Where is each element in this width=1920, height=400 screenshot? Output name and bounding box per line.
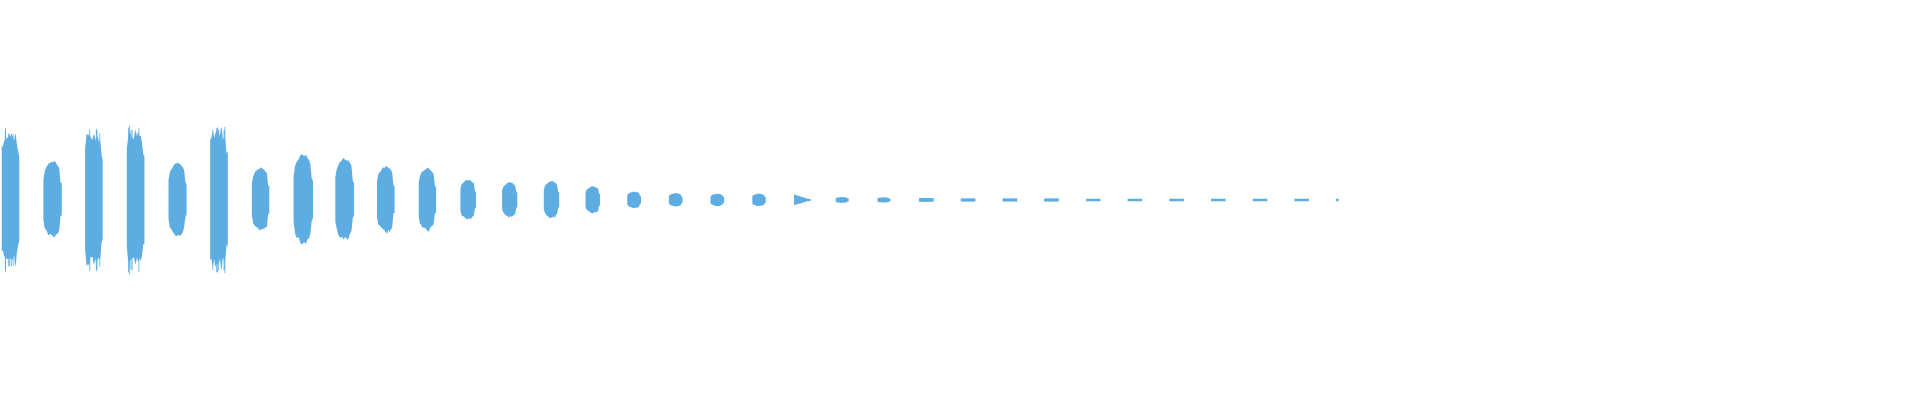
waveform-burst	[919, 197, 934, 203]
waveform-burst	[43, 161, 62, 238]
waveform-burst	[835, 197, 849, 203]
waveform-burst	[1294, 198, 1309, 202]
waveform-burst	[668, 192, 683, 207]
waveform-burst	[543, 180, 560, 218]
waveform-burst	[710, 193, 725, 207]
waveform-burst	[1336, 198, 1339, 202]
waveform-burst	[1002, 198, 1018, 202]
waveform-burst	[585, 186, 601, 214]
waveform-burst	[1252, 198, 1268, 202]
waveform-burst	[168, 162, 187, 237]
waveform-burst	[1085, 198, 1101, 202]
waveform-burst	[960, 198, 976, 202]
waveform-burst	[293, 154, 313, 245]
waveform-burst	[335, 157, 355, 240]
waveform-burst	[1044, 198, 1059, 202]
waveform-burst	[794, 194, 811, 206]
waveform-burst	[502, 182, 518, 218]
waveform-burst	[627, 191, 641, 209]
waveform-burst	[377, 165, 395, 234]
waveform-bursts	[1, 125, 1339, 275]
waveform-burst	[460, 180, 476, 220]
waveform-burst	[1211, 198, 1226, 202]
waveform-burst	[877, 197, 891, 203]
waveform-burst	[251, 167, 270, 231]
waveform-burst	[1127, 198, 1143, 202]
waveform-burst	[418, 167, 437, 232]
waveform-burst	[752, 193, 766, 207]
waveform-burst	[1169, 198, 1184, 202]
waveform-burst	[1, 134, 20, 266]
